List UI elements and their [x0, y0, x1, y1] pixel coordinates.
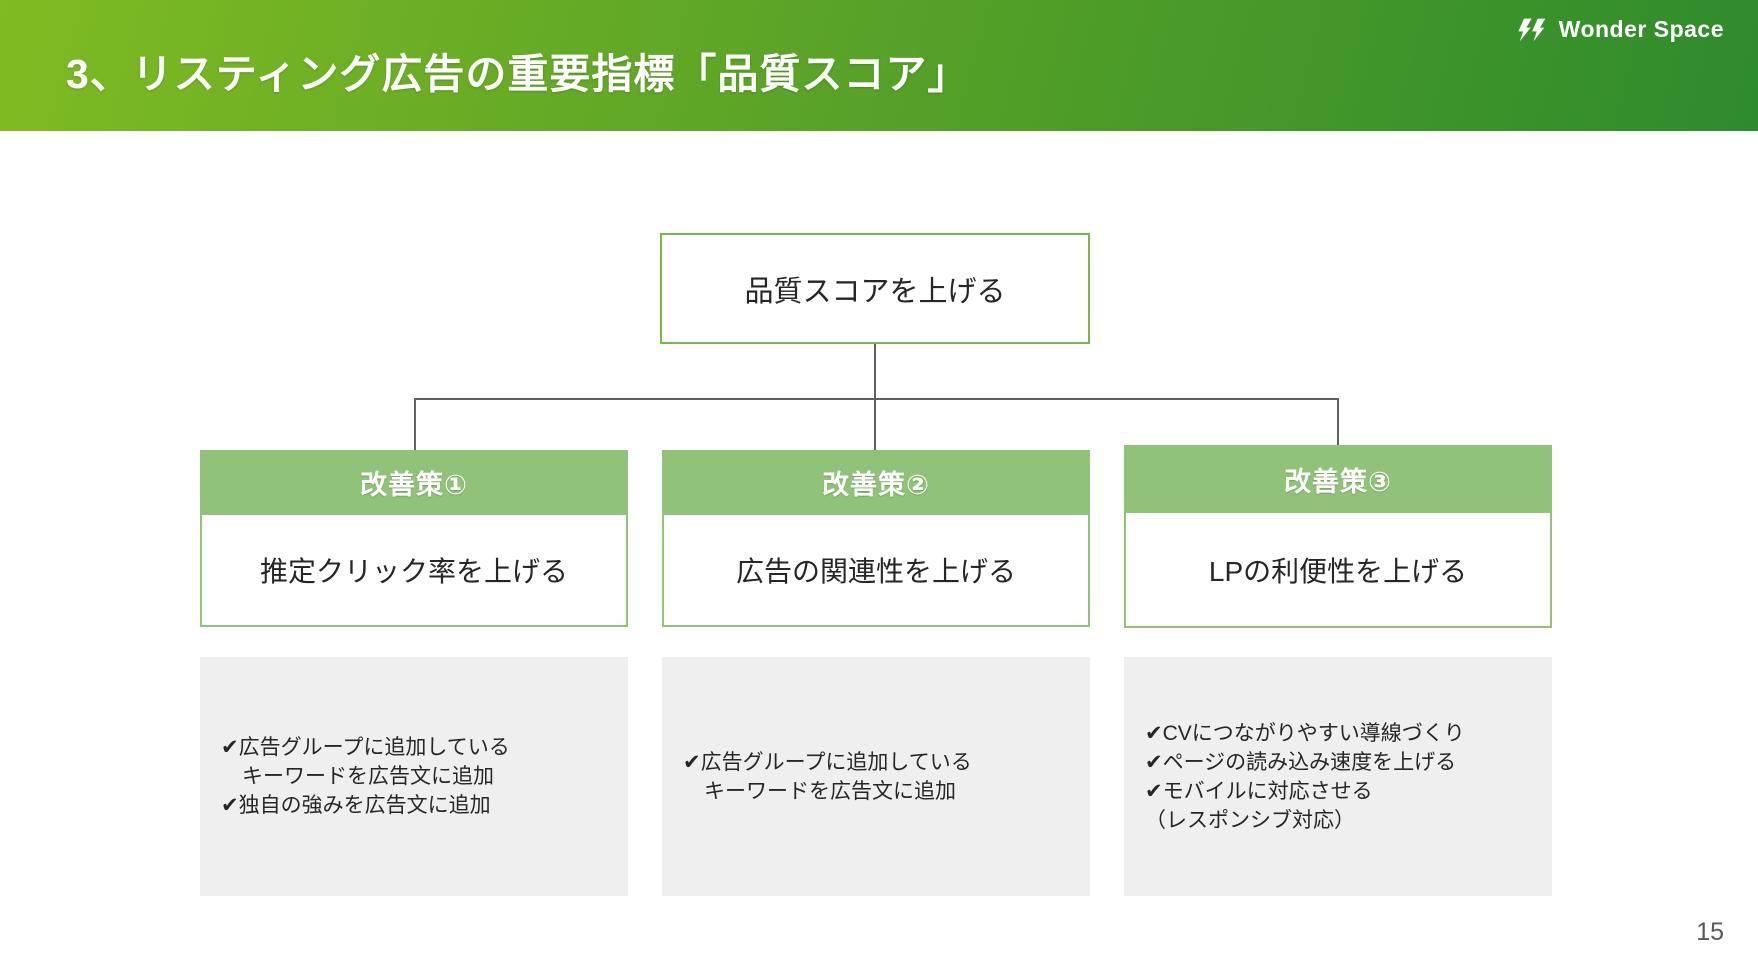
column-3-goal-label: LPの利便性を上げる — [1208, 555, 1468, 587]
improvement-column-2: 改善策② 広告の関連性を上げる ✔広告グループに追加している キーワードを広告文… — [662, 443, 1090, 897]
checklist-item: ✔CVにつながりやすい導線づくり — [1145, 721, 1465, 745]
column-3-header: 改善策③ — [1124, 445, 1552, 513]
column-2-header: 改善策② — [662, 450, 1090, 515]
page-number: 15 — [1696, 918, 1724, 946]
connector-drop-left — [414, 398, 416, 450]
checklist-item: ✔モバイルに対応させる — [1145, 779, 1373, 803]
checklist-item: （レスポンシブ対応） — [1145, 808, 1355, 832]
connector-root-stem — [874, 344, 876, 398]
column-1-header-label: 改善策① — [360, 470, 468, 500]
page-title: 3、リスティング広告の重要指標「品質スコア」 — [66, 51, 970, 97]
column-2-goal-label: 広告の関連性を上げる — [735, 556, 1016, 587]
flowchart-root-box: 品質スコアを上げる — [660, 233, 1090, 344]
column-1-goal-box: 推定クリック率を上げる — [200, 515, 628, 627]
wonderspace-logo-text: Wonder Space — [1558, 16, 1724, 42]
column-2-goal-box: 広告の関連性を上げる — [662, 515, 1090, 627]
column-3-checklist-panel: ✔CVにつながりやすい導線づくり ✔ページの読み込み速度を上げる ✔モバイルに対… — [1124, 657, 1552, 896]
flowchart-root-label: 品質スコアを上げる — [744, 275, 1006, 308]
connector-horizontal — [414, 398, 1339, 400]
checklist-item: ✔独自の強みを広告文に追加 — [221, 794, 491, 817]
checklist-item: キーワードを広告文に追加 — [683, 779, 956, 803]
improvement-column-1: 改善策① 推定クリック率を上げる ✔広告グループに追加している キーワードを広告… — [200, 443, 628, 897]
header-banner: 3、リスティング広告の重要指標「品質スコア」 Wonder Space — [0, 0, 1758, 131]
improvement-column-3: 改善策③ LPの利便性を上げる ✔CVにつながりやすい導線づくり ✔ページの読み… — [1124, 443, 1552, 897]
column-1-header: 改善策① — [200, 450, 628, 515]
column-1-checklist-panel: ✔広告グループに追加している キーワードを広告文に追加 ✔独自の強みを広告文に追… — [200, 657, 628, 896]
connector-drop-center — [874, 398, 876, 452]
column-2-header-label: 改善策② — [822, 470, 930, 500]
column-3-goal-box: LPの利便性を上げる — [1124, 513, 1552, 628]
column-3-header-label: 改善策③ — [1284, 466, 1392, 497]
checklist-item: ✔ページの読み込み速度を上げる — [1145, 750, 1457, 774]
checklist-item: ✔広告グループに追加している — [221, 736, 510, 759]
checklist-item: ✔広告グループに追加している — [683, 750, 972, 774]
column-1-goal-label: 推定クリック率を上げる — [259, 556, 568, 587]
wonderspace-mark-icon — [1516, 17, 1550, 43]
connector-drop-right — [1337, 398, 1339, 445]
column-2-checklist-panel: ✔広告グループに追加している キーワードを広告文に追加 — [662, 657, 1090, 896]
checklist-item: キーワードを広告文に追加 — [221, 765, 494, 788]
wonderspace-logo: Wonder Space — [1516, 16, 1724, 43]
